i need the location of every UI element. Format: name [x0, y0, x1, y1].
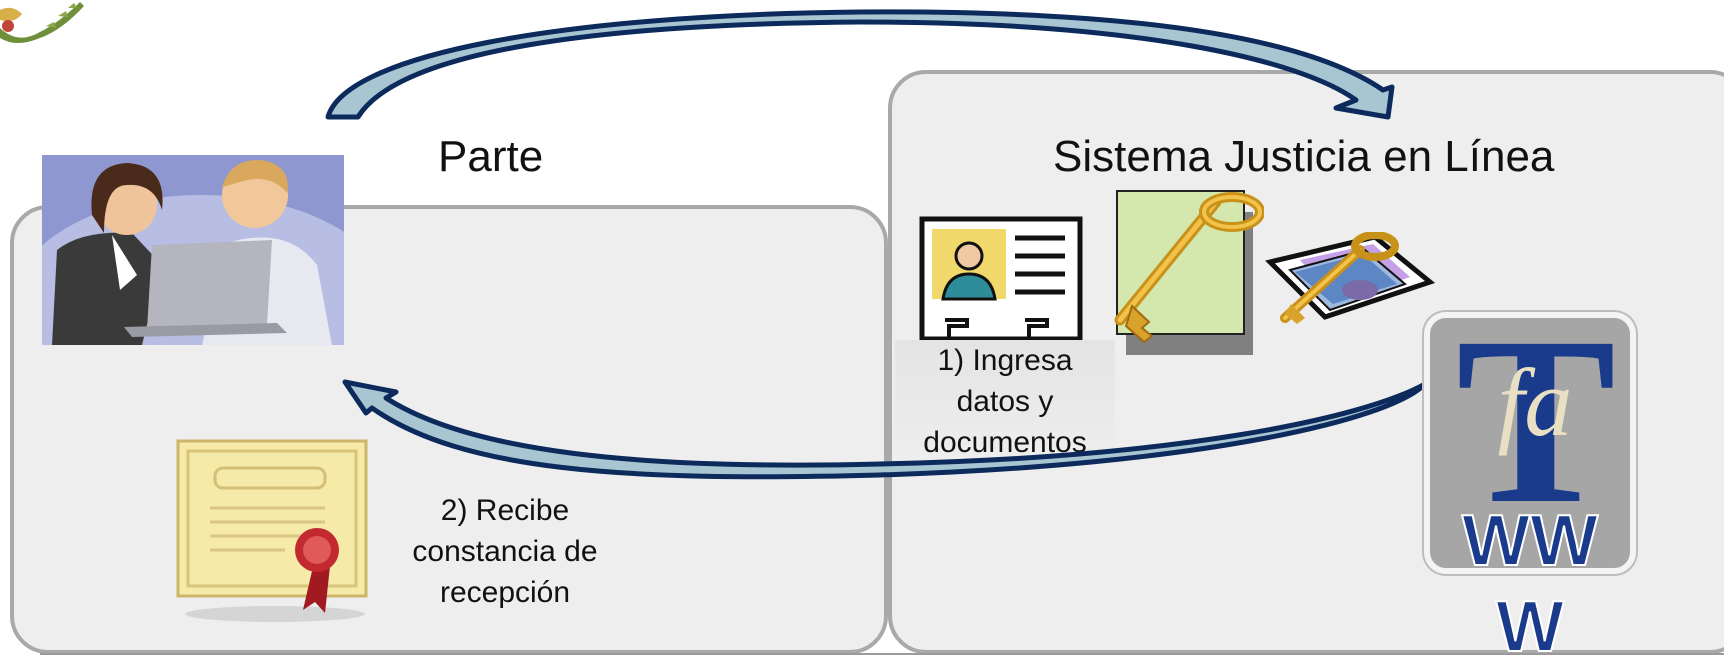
logo-www-line2: W — [1495, 587, 1565, 667]
id-card-icon — [919, 216, 1083, 342]
logo-www-line1: WW — [1461, 501, 1599, 581]
step2-line: 2) Recibe — [440, 494, 570, 527]
document-key-icon — [1114, 190, 1264, 355]
step1-line: 1) Ingresa — [937, 344, 1073, 377]
photo-key-icon — [1265, 232, 1435, 324]
step2-caption: 2) Recibe constancia de recepción — [385, 490, 625, 613]
system-title: Sistema Justicia en Línea — [1053, 132, 1555, 181]
party-title: Parte — [438, 132, 544, 181]
tribunal-web-logo — [1424, 312, 1636, 574]
bottom-rule — [40, 653, 1724, 655]
step1-caption: 1) Ingresa datos y documentos — [895, 340, 1115, 463]
step1-line: datos y — [956, 385, 1054, 418]
certificate-icon — [176, 439, 368, 622]
step2-line: constancia de — [412, 535, 598, 568]
step2-line: recepción — [439, 576, 571, 609]
logo-letters-fa: fa — [1497, 349, 1573, 456]
emblem-icon — [0, 2, 84, 43]
users-at-laptop-image — [42, 155, 344, 345]
logo-letter-t: T — [1456, 287, 1617, 553]
